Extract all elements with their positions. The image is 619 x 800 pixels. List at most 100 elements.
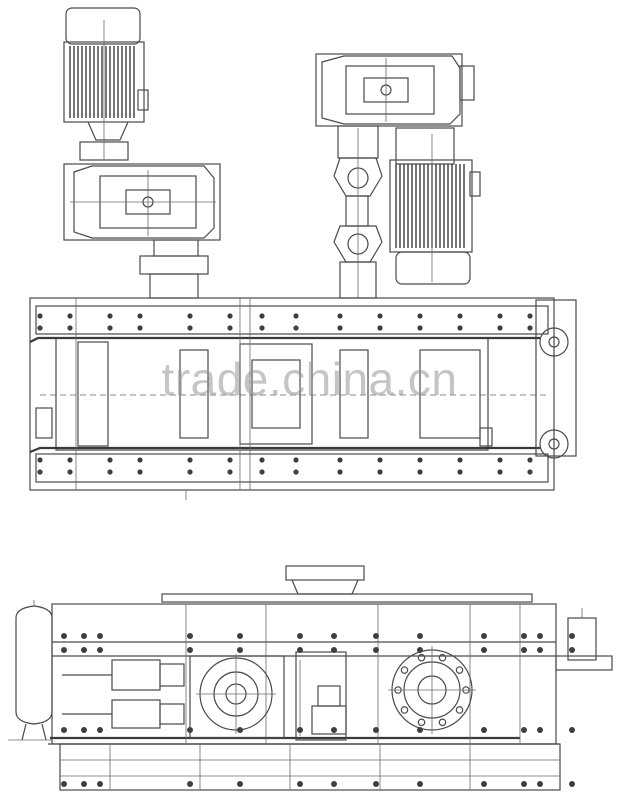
bolt bbox=[187, 647, 193, 653]
bolt bbox=[137, 457, 143, 463]
bolt bbox=[527, 469, 533, 475]
bolt bbox=[259, 457, 265, 463]
bolt bbox=[61, 647, 67, 653]
bolt bbox=[61, 781, 67, 787]
feed-hopper bbox=[161, 565, 533, 603]
bolt bbox=[527, 313, 533, 319]
bolt bbox=[187, 325, 193, 331]
bolt bbox=[569, 727, 575, 733]
bolt bbox=[107, 313, 113, 319]
right-motor bbox=[389, 127, 481, 285]
left-gearbox bbox=[63, 163, 221, 241]
bolt bbox=[337, 469, 343, 475]
bolt bbox=[81, 727, 87, 733]
bolt bbox=[457, 325, 463, 331]
bolt bbox=[337, 457, 343, 463]
bolt bbox=[377, 325, 383, 331]
bolt bbox=[37, 469, 43, 475]
bolt bbox=[97, 633, 103, 639]
bolt bbox=[37, 313, 43, 319]
bolt bbox=[417, 781, 423, 787]
bolt bbox=[457, 457, 463, 463]
bolt bbox=[67, 457, 73, 463]
left-motor bbox=[63, 7, 149, 161]
bolt bbox=[521, 647, 527, 653]
bolt bbox=[521, 633, 527, 639]
bolt bbox=[293, 457, 299, 463]
bolt bbox=[37, 325, 43, 331]
bolt bbox=[417, 633, 423, 639]
bolt bbox=[481, 727, 487, 733]
bolt bbox=[293, 313, 299, 319]
bolt bbox=[187, 633, 193, 639]
roll-bearing-left bbox=[189, 654, 285, 739]
bolt bbox=[61, 633, 67, 639]
bolt bbox=[237, 633, 243, 639]
bolt bbox=[227, 313, 233, 319]
bolt bbox=[457, 469, 463, 475]
bolt bbox=[481, 647, 487, 653]
bolt bbox=[107, 469, 113, 475]
bolt bbox=[481, 781, 487, 787]
bolt bbox=[259, 313, 265, 319]
bolt bbox=[259, 469, 265, 475]
bolt bbox=[497, 325, 503, 331]
bolt bbox=[61, 727, 67, 733]
watermark-text: trade.china.cn bbox=[161, 353, 458, 405]
bolt bbox=[521, 781, 527, 787]
crusher-housing bbox=[48, 603, 561, 791]
bolt bbox=[373, 647, 379, 653]
bolt bbox=[187, 781, 193, 787]
bolt bbox=[457, 313, 463, 319]
bolt bbox=[187, 313, 193, 319]
bolt bbox=[81, 633, 87, 639]
bolt bbox=[417, 313, 423, 319]
universal-joint-shaft bbox=[333, 125, 383, 299]
bolt bbox=[187, 727, 193, 733]
plan-view bbox=[29, 7, 577, 500]
bolt bbox=[331, 647, 337, 653]
bolt bbox=[417, 457, 423, 463]
bolt bbox=[377, 457, 383, 463]
bolt bbox=[569, 633, 575, 639]
bolt bbox=[227, 325, 233, 331]
left-coupling bbox=[139, 239, 209, 299]
elevation-view bbox=[8, 565, 613, 791]
oil-tank bbox=[555, 608, 613, 671]
bolt bbox=[497, 457, 503, 463]
right-gearbox bbox=[315, 53, 475, 127]
bolt bbox=[37, 457, 43, 463]
bolt bbox=[187, 469, 193, 475]
hydraulic-cylinder-lower bbox=[62, 699, 185, 729]
bolt bbox=[331, 633, 337, 639]
bolt bbox=[527, 457, 533, 463]
bolt bbox=[417, 727, 423, 733]
bolt bbox=[373, 633, 379, 639]
bolt bbox=[331, 727, 337, 733]
bolt bbox=[237, 781, 243, 787]
bolt bbox=[337, 325, 343, 331]
bolt bbox=[227, 469, 233, 475]
bolt bbox=[67, 469, 73, 475]
bolt bbox=[481, 633, 487, 639]
bolt bbox=[373, 727, 379, 733]
bolt bbox=[107, 325, 113, 331]
bolt bbox=[297, 633, 303, 639]
bolt bbox=[497, 469, 503, 475]
bolt bbox=[537, 781, 543, 787]
bolt bbox=[237, 647, 243, 653]
bolt bbox=[97, 727, 103, 733]
bolt bbox=[97, 647, 103, 653]
bolt bbox=[377, 313, 383, 319]
bolt bbox=[337, 313, 343, 319]
bolt bbox=[107, 457, 113, 463]
bolt bbox=[521, 727, 527, 733]
roll-bearing-right bbox=[388, 646, 476, 734]
bolt bbox=[297, 727, 303, 733]
bolt bbox=[377, 469, 383, 475]
bolt bbox=[537, 633, 543, 639]
bolt bbox=[137, 469, 143, 475]
bolt bbox=[81, 781, 87, 787]
roller-upper bbox=[535, 299, 577, 457]
hydraulic-cylinder-upper bbox=[62, 659, 185, 691]
